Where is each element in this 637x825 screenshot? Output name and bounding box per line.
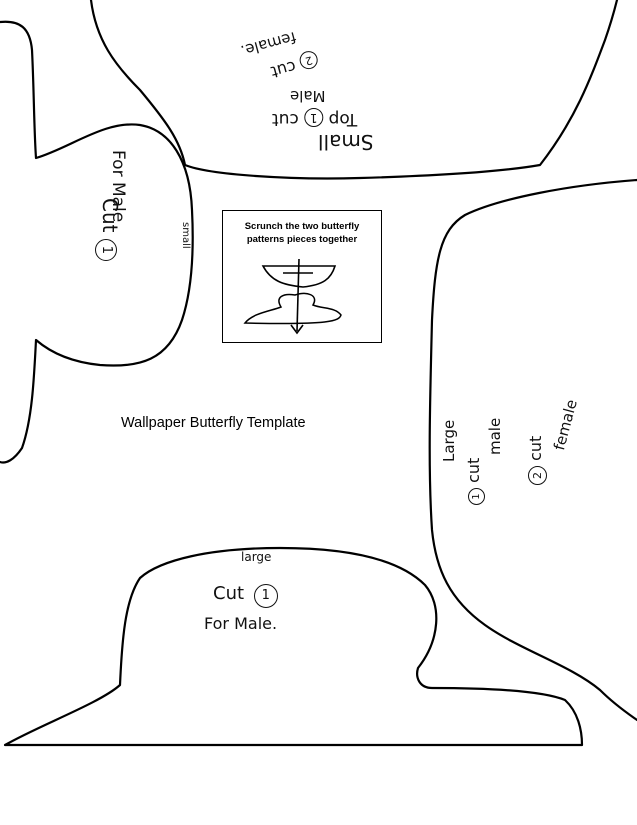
left-piece-outline: [0, 20, 194, 464]
top-piece-small-label: Small: [318, 130, 374, 154]
diagram-bottom-wing: [243, 292, 342, 325]
left-piece-cut-number: 1: [95, 238, 117, 261]
right-piece-cut-male-word: cut: [464, 457, 483, 483]
right-piece-cut-female-word: cut: [526, 435, 545, 461]
bottom-piece-large-label: large: [241, 550, 272, 564]
instruction-box: Scrunch the two butterfly patterns piece…: [222, 210, 382, 343]
page-title: Wallpaper Butterfly Template: [121, 415, 306, 431]
bottom-piece-cut-word: Cut: [213, 583, 245, 604]
bottom-piece-outline: [3, 546, 584, 747]
bottom-piece-cut-number: 1: [253, 584, 278, 608]
bottom-piece-cut-label: Cut 1: [213, 584, 278, 608]
top-piece-top-word: Top: [328, 109, 358, 129]
top-piece-cut-male-word: cut: [272, 109, 299, 129]
top-piece-outline: [89, 0, 619, 180]
butterfly-assembly-diagram: [243, 258, 342, 335]
instruction-line-1: Scrunch the two butterfly: [244, 221, 360, 232]
diagram-center-line: [296, 258, 300, 332]
right-piece-cut-female-number: 2: [528, 466, 547, 485]
right-piece-cut-male-label: 1 cut: [464, 457, 485, 505]
right-piece-male-label: male: [486, 417, 504, 455]
diagram-top-wing: [261, 265, 337, 288]
bottom-piece-for-male-label: For Male.: [204, 614, 278, 633]
instruction-text: Scrunch the two butterfly patterns piece…: [223, 220, 381, 246]
right-piece-cut-female-label: 2 cut: [526, 435, 547, 485]
top-piece-cut-male-number: 1: [304, 108, 324, 127]
diagram-arrow-head: [290, 324, 304, 335]
top-piece-male-label: Male: [290, 87, 326, 105]
left-piece-for-male-label: For Male: [108, 150, 128, 223]
top-piece-top-cut-label: Top 1 cut: [272, 108, 358, 129]
right-piece-large-label: Large: [440, 419, 458, 462]
right-piece-cut-male-number: 1: [468, 488, 485, 505]
left-piece-small-label: small: [180, 222, 191, 249]
instruction-line-2: patterns pieces together: [246, 234, 358, 245]
right-piece-outline: [428, 178, 637, 722]
